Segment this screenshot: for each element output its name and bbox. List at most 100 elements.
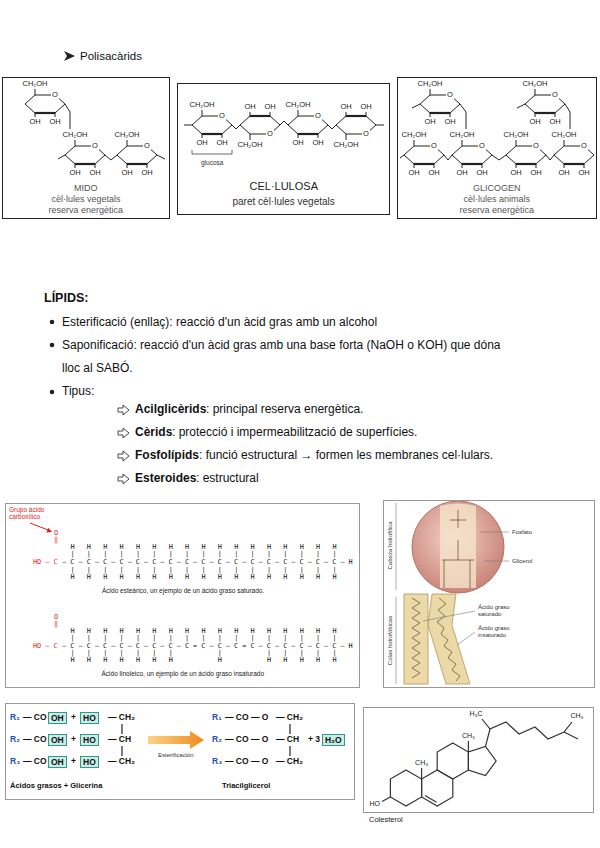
highlight-term: HO bbox=[80, 734, 99, 746]
caption: cèl·lules animals bbox=[464, 194, 531, 204]
bullet-dot bbox=[50, 320, 55, 325]
atom-label: O bbox=[218, 112, 226, 120]
atom-label: CH₂OH bbox=[551, 131, 578, 139]
bullet-text: Saponificació: reacció d'un àcid gras am… bbox=[62, 334, 520, 380]
formula-row: | | | | | | | | | | | | | bbox=[71, 650, 337, 657]
formula-row: HO — C bbox=[33, 559, 58, 566]
radical-label: R₂ bbox=[212, 735, 222, 745]
heading-arrow bbox=[64, 51, 75, 61]
radical-label: R₁ bbox=[10, 713, 20, 723]
formula-term: — CO bbox=[23, 735, 47, 745]
figure-panel: CH₂OHOOHOHCH₂OHOOHOHCH₂OHOOHOHCH₂OHOOHOH… bbox=[397, 77, 597, 219]
glycerol-zone bbox=[440, 504, 476, 589]
arrow-label: Esterificación bbox=[158, 752, 194, 759]
highlight-term: H₂O bbox=[322, 734, 345, 746]
glycosidic-bond bbox=[400, 104, 570, 160]
side-label: Cabeza hidrofílica bbox=[387, 521, 394, 569]
atom-label: CH₃ bbox=[414, 759, 429, 767]
atom-label: CH₂OH bbox=[189, 101, 216, 109]
formula-term: — CH₂ bbox=[108, 757, 135, 767]
bracket-label: glucosa bbox=[201, 159, 223, 166]
carbon-chain bbox=[412, 598, 420, 678]
atom-label: CH₂OH bbox=[401, 131, 428, 139]
formula-row: ‖ bbox=[54, 621, 58, 628]
formula-row: O bbox=[54, 530, 58, 537]
formula-row: | | | | | | | | | | | | | | | | | bbox=[71, 567, 337, 574]
radical-label: R₃ bbox=[212, 757, 222, 767]
formula-term: — CO — O bbox=[225, 735, 268, 745]
atom-label: CH₂OH bbox=[22, 80, 49, 88]
glucose-ring bbox=[192, 110, 232, 138]
glucose-ring bbox=[525, 89, 565, 117]
figure-panel: CH₂OHOOHOHCH₂OHOOHOHCH₂OHOOHOHMIDOcèl·lu… bbox=[2, 77, 170, 219]
atom-label: OH bbox=[476, 169, 489, 177]
atom-label: OH bbox=[578, 169, 591, 177]
bond-line bbox=[122, 724, 290, 756]
figure-panel: CH₂OHOOHOHCH₂OHOOHOHCH₂OHOOHOHCH₂OHOOHOH… bbox=[177, 83, 390, 215]
atom-label: HO bbox=[369, 800, 382, 808]
part-label: Fosfato bbox=[512, 529, 532, 536]
formula-term: — CO bbox=[23, 713, 47, 723]
formula-row: O bbox=[54, 614, 58, 621]
glucose-ring bbox=[506, 140, 546, 168]
formula-term: — CH₂ bbox=[108, 713, 135, 723]
carbon-chain bbox=[437, 598, 460, 681]
atom-label: O bbox=[478, 142, 486, 150]
glucose-ring bbox=[288, 110, 328, 138]
atom-label: OH bbox=[89, 169, 102, 177]
atom-label: OH bbox=[121, 169, 134, 177]
atom-label: O bbox=[91, 142, 99, 150]
atom-label: OH bbox=[49, 118, 62, 126]
formula-row: — C — C — C — C — C — C — C — C = C — C … bbox=[62, 643, 353, 650]
bullet-term: Cèrids bbox=[135, 426, 172, 440]
atom-label: O bbox=[580, 142, 588, 150]
glucose-ring bbox=[117, 140, 157, 168]
formula-row: ‖ bbox=[54, 537, 58, 544]
bullet-text: Esterificació (enllaç): reacció d'un àci… bbox=[62, 311, 520, 334]
atom-label: CH₃ bbox=[570, 712, 585, 720]
steroid-ring bbox=[390, 770, 421, 806]
atom-label: CH₂OH bbox=[285, 101, 312, 109]
atom-label: OH bbox=[408, 169, 421, 177]
formula-term: + 3 bbox=[308, 735, 320, 745]
bullet-text: : principal reserva energètica. bbox=[206, 403, 363, 417]
formula-term: — CO bbox=[23, 757, 47, 767]
atom-label: OH bbox=[312, 139, 325, 147]
caption: reserva energètica bbox=[49, 205, 124, 215]
glucose-ring bbox=[336, 112, 376, 140]
bullet-term: Esteroides bbox=[135, 472, 196, 486]
molecule-skeleton bbox=[442, 510, 474, 588]
atom-label: O bbox=[266, 130, 274, 138]
figure-panel: R₁— COOH+HO— CH₂R₂— COOH+HO— CHR₃— COOH+… bbox=[5, 703, 355, 800]
section-heading: Polisacàrids bbox=[80, 50, 142, 63]
formula-row: H H H H H H H H H H H H H H H H H bbox=[71, 544, 337, 551]
atom-label: H₃C bbox=[469, 710, 484, 718]
figure-panel: H₃CCH₃CH₃CH₃HOColesterol bbox=[363, 707, 594, 813]
atom-label: O bbox=[51, 91, 59, 99]
atom-label: OH bbox=[456, 169, 469, 177]
glucose-ring bbox=[404, 140, 444, 168]
caption: paret cèl·lules vegetals bbox=[233, 196, 335, 208]
glucose-ring bbox=[65, 140, 105, 168]
leader-line bbox=[396, 503, 509, 684]
caption-title: CEL·LULOSA bbox=[250, 180, 318, 193]
atom-label: O bbox=[430, 142, 438, 150]
atom-label: OH bbox=[558, 169, 571, 177]
bracket bbox=[192, 150, 232, 154]
steroid-ring bbox=[468, 746, 496, 775]
formula-row: H H H H H H H H H H H H H bbox=[71, 657, 337, 664]
formula-term: — CH₂ bbox=[276, 757, 303, 767]
glucose-ring bbox=[240, 112, 280, 140]
formula-caption: Ácidos grasos + Glicerina bbox=[10, 782, 102, 791]
glucose-ring bbox=[554, 140, 594, 168]
glucose-ring bbox=[25, 89, 65, 117]
atom-label: CH₂OH bbox=[417, 80, 444, 88]
bullet-term: Fosfolípids bbox=[135, 449, 199, 463]
atom-label: OH bbox=[549, 118, 562, 126]
glycosidic-bond bbox=[58, 104, 165, 160]
glucose-ring bbox=[452, 140, 492, 168]
atom-label: OH bbox=[69, 169, 82, 177]
highlight-term: OH bbox=[48, 756, 67, 768]
atom-label: CH₃ bbox=[461, 732, 476, 740]
atom-label: CH₂OH bbox=[62, 131, 89, 139]
